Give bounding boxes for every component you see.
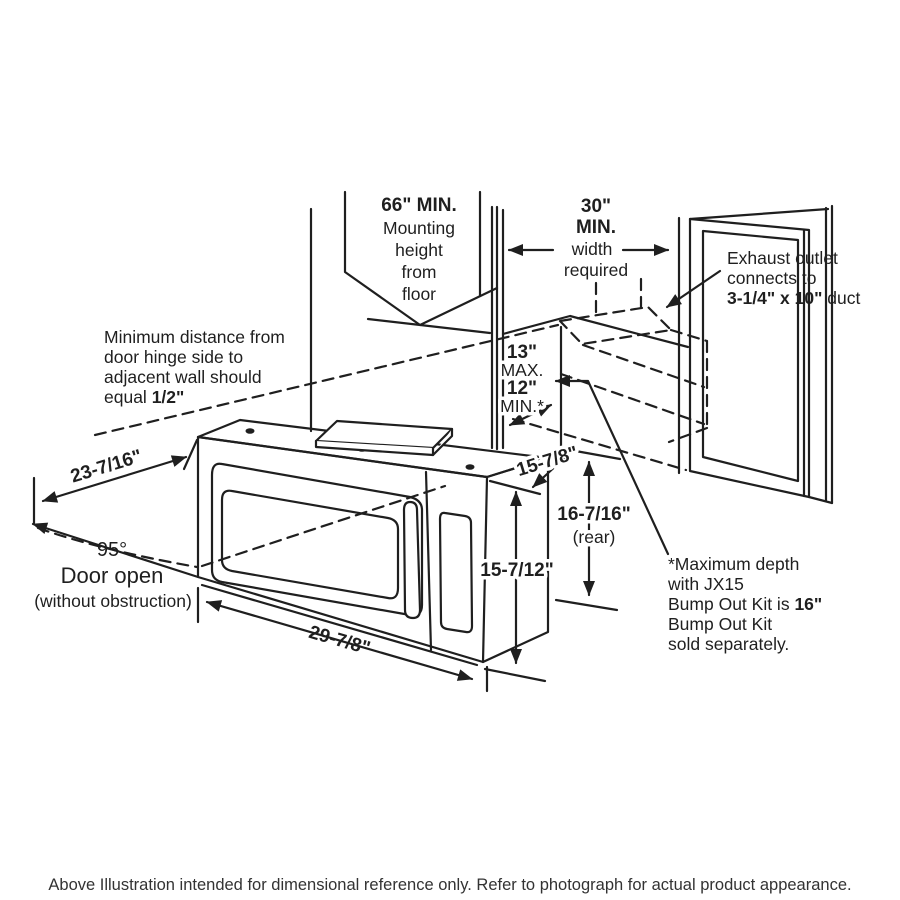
bumpout-note: *Maximum depth	[668, 554, 799, 574]
depth-limit-label: 13"	[507, 342, 537, 363]
min-distance-label: Minimum distance from	[104, 327, 285, 347]
svg-text:door hinge side to: door hinge side to	[104, 347, 243, 367]
duct-to-panel	[667, 328, 709, 444]
rear-height-base	[554, 598, 619, 612]
svg-text:required: required	[564, 260, 628, 280]
diagram-labels: 66" MIN. Mounting height from floor 30" …	[34, 195, 860, 894]
front-height-base	[483, 667, 547, 683]
construction-dash-3	[511, 417, 688, 472]
door-open-note: (without obstruction)	[34, 591, 192, 611]
svg-text:width: width	[571, 239, 613, 259]
top-depth-dim	[531, 449, 574, 489]
svg-text:sold separately.: sold separately.	[668, 634, 789, 654]
door-swing-dash	[200, 484, 447, 568]
exhaust-label: Exhaust outlet	[727, 248, 838, 268]
svg-text:with JX15: with JX15	[667, 574, 744, 594]
rear-height-dim-label: 16-7/16"	[557, 504, 630, 525]
duct-dashed-lines	[36, 277, 709, 569]
door-handle	[402, 500, 422, 620]
mounting-height-arrow-outline	[343, 190, 499, 327]
mounting-height-label: 66" MIN.	[381, 195, 457, 216]
svg-text:MIN.: MIN.	[576, 217, 616, 238]
svg-text:from: from	[402, 262, 437, 282]
door-window	[220, 489, 400, 600]
page-caption: Above Illustration intended for dimensio…	[48, 876, 851, 894]
door-depth-ext	[182, 438, 199, 471]
right-panel	[677, 204, 834, 505]
exhaust-leader	[665, 269, 722, 309]
wall-lines	[309, 205, 690, 457]
svg-text:Mounting: Mounting	[383, 218, 455, 238]
mounting-holes	[245, 428, 475, 470]
svg-text:connects to: connects to	[727, 268, 817, 288]
front-height-dim-label: 15-7/12"	[480, 560, 553, 581]
svg-text:(rear): (rear)	[573, 527, 616, 547]
width-required-label: 30"	[581, 196, 611, 217]
door-open-label: Door open	[61, 563, 164, 588]
svg-text:equal 1/2": equal 1/2"	[104, 387, 184, 407]
door-open-line	[31, 522, 200, 579]
control-panel-inset	[438, 511, 474, 634]
svg-text:height: height	[395, 240, 443, 260]
control-panel-divider	[424, 470, 433, 652]
svg-text:3-1/4" x 10" duct: 3-1/4" x 10" duct	[727, 288, 860, 308]
depth-double-arrow	[508, 403, 553, 427]
door-angle-label: 95°	[97, 539, 127, 561]
construction-dash-2	[559, 372, 706, 426]
front-height-ref	[488, 479, 542, 496]
svg-text:Bump Out Kit: Bump Out Kit	[668, 614, 772, 634]
front-width-dim-label: 29-7/8"	[306, 622, 372, 660]
door-depth-dim	[41, 455, 188, 503]
svg-text:adjacent wall should: adjacent wall should	[104, 367, 262, 387]
svg-text:MIN.*: MIN.*	[500, 396, 544, 416]
rear-height-ref	[568, 448, 622, 461]
depth-min-leader	[554, 375, 670, 556]
hinge-sight-line	[93, 323, 560, 437]
microwave-bottom-trim	[200, 583, 479, 667]
svg-text:12": 12"	[507, 378, 537, 399]
duct-outline	[558, 305, 673, 346]
svg-text:Bump Out Kit is 16": Bump Out Kit is 16"	[668, 594, 822, 614]
svg-text:floor: floor	[402, 284, 436, 304]
front-width-dim	[205, 600, 474, 681]
construction-dash-1	[581, 343, 706, 389]
exhaust-adapter-plate	[314, 419, 454, 457]
microwave-drawing	[196, 418, 550, 667]
dimension-lines	[31, 244, 722, 693]
svg-text:MAX.: MAX.	[501, 360, 544, 380]
microwave-door	[210, 462, 424, 617]
